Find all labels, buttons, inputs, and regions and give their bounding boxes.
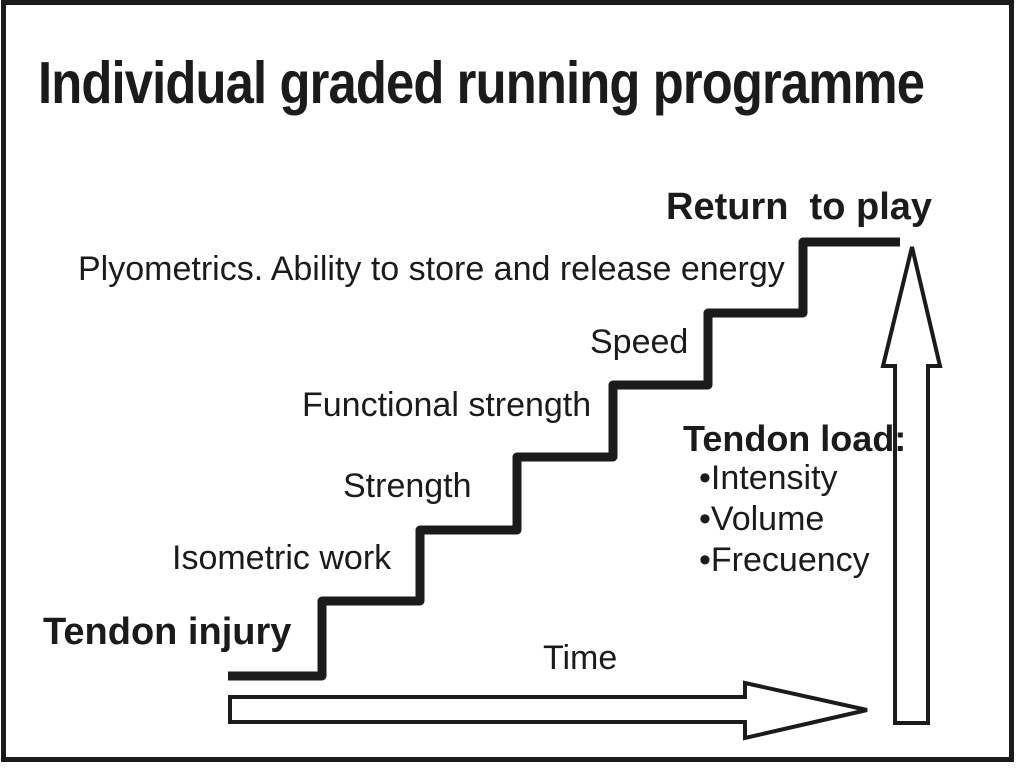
page-title: Individual graded running programme bbox=[38, 50, 925, 116]
step-label-isometric-work: Isometric work bbox=[172, 539, 392, 577]
return-to-play-label: Return to play bbox=[666, 186, 933, 228]
tendon-load-arrow bbox=[880, 246, 943, 725]
tendon-load-title: Tendon load: bbox=[683, 418, 907, 459]
tendon-load-item-intensity: •Intensity bbox=[699, 459, 838, 497]
tendon-load-item-volume: •Volume bbox=[699, 500, 825, 538]
tendon-load-list: •Intensity •Volume •Frecuency bbox=[699, 458, 870, 581]
time-arrow bbox=[228, 680, 868, 741]
time-axis-label: Time bbox=[543, 639, 618, 677]
step-label-strength: Strength bbox=[343, 467, 472, 505]
step-label-speed: Speed bbox=[590, 323, 689, 361]
tendon-load-item-frecuency: •Frecuency bbox=[699, 541, 870, 579]
step-label-plyometrics: Plyometrics. Ability to store and releas… bbox=[78, 250, 785, 288]
staircase bbox=[228, 237, 900, 681]
step-label-functional-strength: Functional strength bbox=[302, 386, 592, 424]
tendon-injury-label: Tendon injury bbox=[43, 611, 292, 653]
